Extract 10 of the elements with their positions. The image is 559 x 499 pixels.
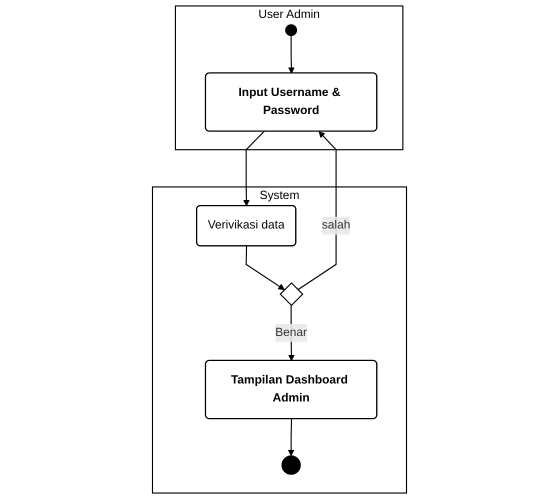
arrow bbox=[243, 131, 264, 206]
arrow bbox=[288, 418, 294, 456]
arrow bbox=[246, 246, 285, 290]
arrow bbox=[288, 36, 295, 74]
edge-label: salah bbox=[322, 218, 350, 232]
node-circle bbox=[285, 24, 298, 36]
arrow bbox=[298, 131, 337, 290]
node-diamond bbox=[280, 282, 304, 306]
node-bullseye bbox=[281, 455, 301, 475]
edge-label: Benar bbox=[275, 326, 308, 339]
